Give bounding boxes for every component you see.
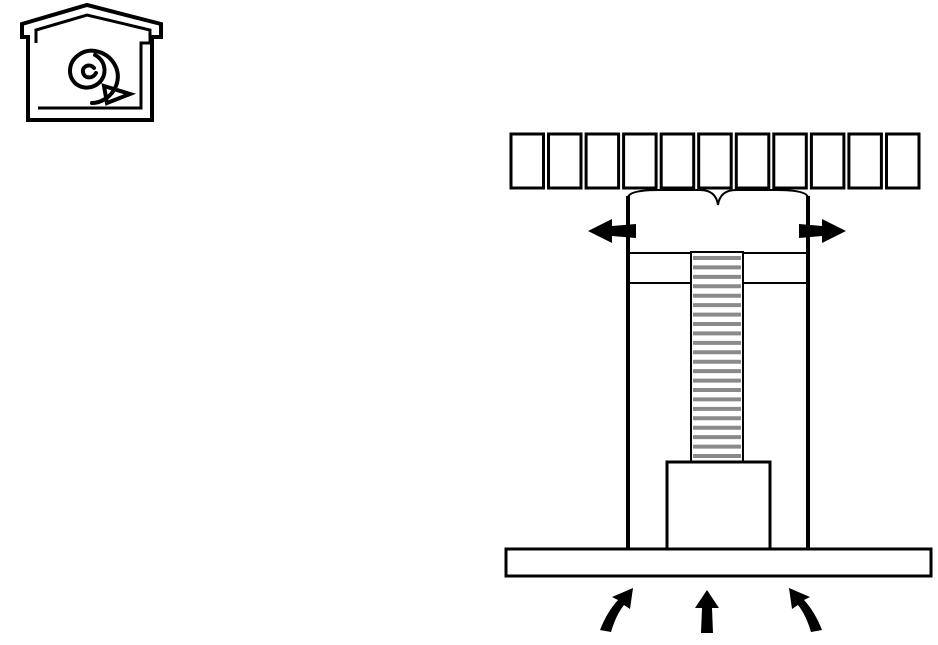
house-outer-outline <box>20 2 163 122</box>
airflow-in-arrows <box>600 588 822 633</box>
cabinet-panel <box>584 132 621 190</box>
cabinet-panel <box>509 132 545 190</box>
flexible-duct <box>690 251 744 463</box>
spiral-arrowhead-icon <box>101 83 137 106</box>
airflow-in-center-arrow <box>695 590 719 633</box>
hood-canopy <box>504 547 933 578</box>
house-recirculation-icon <box>20 2 163 122</box>
blower-motor-box <box>665 460 772 552</box>
cabinet-panel <box>697 132 733 190</box>
cabinet-panel <box>622 132 658 190</box>
airflow-out-left-arrow <box>588 219 636 243</box>
wall-cabinet-row <box>509 132 921 190</box>
duct-body <box>690 251 744 463</box>
cabinet-panel <box>847 132 883 190</box>
airflow-in-right-arrow <box>789 588 822 632</box>
cabinet-panel <box>885 132 921 190</box>
airflow-in-left-arrow <box>600 588 633 632</box>
airflow-out-right-arrow <box>799 219 846 243</box>
cabinet-panel <box>734 132 771 190</box>
spiral-icon <box>67 48 120 105</box>
hood-width-bracket <box>627 189 809 210</box>
duct-ribs <box>693 256 741 458</box>
cabinet-panel <box>809 132 846 190</box>
airflow-out-arrows <box>588 219 846 243</box>
cabinet-panel <box>772 132 808 190</box>
cabinet-panel <box>547 132 583 190</box>
cabinet-panel <box>659 132 696 190</box>
house-inner-outline <box>34 13 152 110</box>
